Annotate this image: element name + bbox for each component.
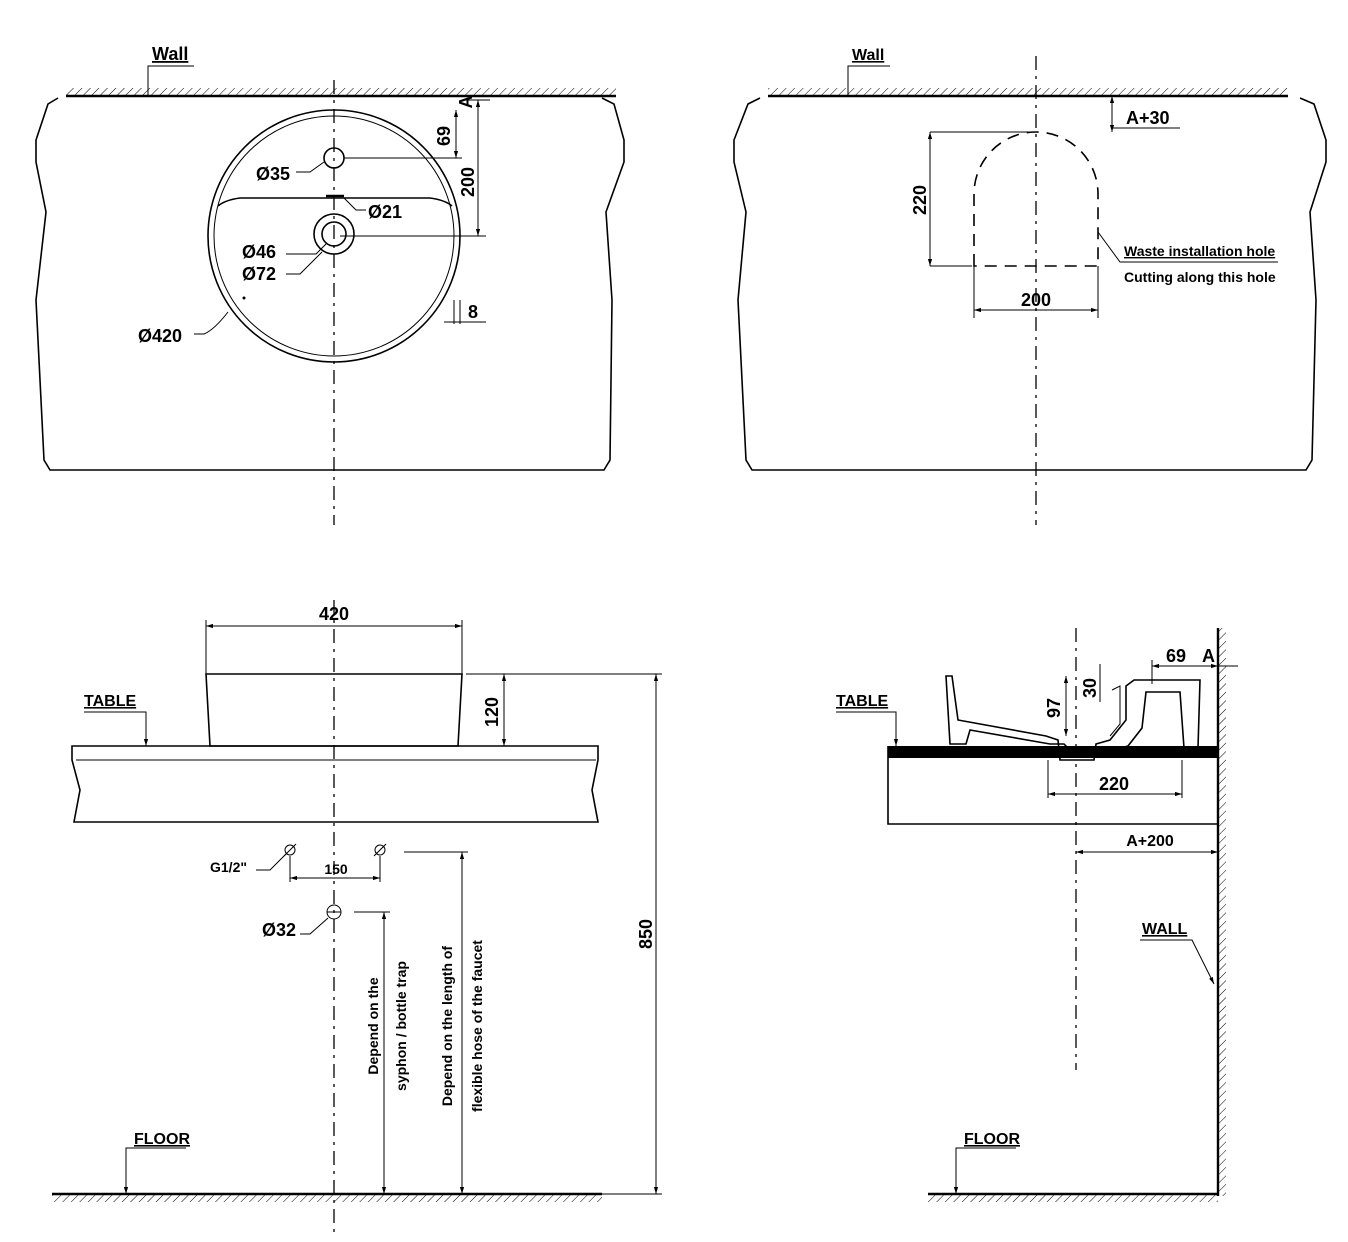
dia-32-label: Ø32 xyxy=(262,920,296,940)
top-right-cutout-view: Wall 220 200 A+30 Waste installation hol… xyxy=(733,47,1327,525)
waste-note-line1: Waste installation hole xyxy=(1124,243,1275,259)
wall-hatch xyxy=(66,88,616,96)
dia-46-label: Ø46 xyxy=(242,242,276,262)
dim-8-label: 8 xyxy=(468,302,478,322)
basin-shelf-line xyxy=(217,197,453,207)
water-inlet-right xyxy=(373,843,387,857)
top-left-plan-view: Wall A 200 69 8 Ø35 Ø21 xyxy=(35,44,625,525)
wall-label: WALL xyxy=(1142,921,1188,938)
dim-120-label: 120 xyxy=(482,697,502,727)
table-leader xyxy=(84,711,149,746)
countertop-outline xyxy=(733,97,1327,471)
floor-hatch xyxy=(928,1194,1218,1202)
dia-21-leader xyxy=(343,197,366,211)
waste-note-leader xyxy=(1097,231,1278,263)
wall-label: Wall xyxy=(852,47,884,64)
dia-72-leader xyxy=(286,251,323,275)
dim-69-label: 69 xyxy=(434,126,454,146)
wall-hatch xyxy=(1218,628,1226,1196)
waste-cutout-outline xyxy=(973,131,1099,267)
wall-leader xyxy=(1140,939,1215,985)
floor-label: FLOOR xyxy=(964,1131,1020,1148)
floor-label: FLOOR xyxy=(134,1131,190,1148)
floor-hatch xyxy=(52,1194,602,1202)
dia-21-label: Ø21 xyxy=(368,202,402,222)
dim-a200-label: A+200 xyxy=(1126,833,1174,850)
table-label: TABLE xyxy=(84,693,136,710)
syphon-line2: syphon / bottle trap xyxy=(393,961,409,1091)
overflow-channel xyxy=(1109,685,1121,737)
dia-420-leader xyxy=(194,311,229,335)
dim-220-label: 220 xyxy=(1099,774,1129,794)
syphon-line1: Depend on the xyxy=(365,977,381,1074)
dim-850-label: 850 xyxy=(636,919,656,949)
hose-line1: Depend on the length of xyxy=(439,946,455,1107)
dia-420-label: Ø420 xyxy=(138,326,182,346)
dia-35-label: Ø35 xyxy=(256,164,290,184)
dia-32-leader xyxy=(300,917,329,935)
dim-200-label: 200 xyxy=(458,167,478,197)
dim-a30-label: A+30 xyxy=(1126,108,1170,128)
floor-leader xyxy=(953,1147,1016,1194)
bottom-right-side-section: TABLE 69 A 30 97 220 A+200 WALL FLOOR xyxy=(836,628,1238,1202)
dim-a-label: A xyxy=(456,96,476,109)
dim-150-label: 150 xyxy=(324,861,348,877)
bottom-left-front-view: 420 120 TABLE G1/2" 150 Ø32 xyxy=(52,600,662,1236)
mark-dot xyxy=(242,296,246,300)
waste-note-line2: Cutting along this hole xyxy=(1124,269,1276,285)
dim-a-label: A xyxy=(1202,646,1215,666)
dia-46-leader xyxy=(286,243,327,255)
table-slab xyxy=(71,745,599,823)
wall-leader xyxy=(847,65,890,96)
dia-35-leader xyxy=(296,161,325,173)
wall-label: Wall xyxy=(152,44,188,64)
dim-220-label: 220 xyxy=(910,185,930,215)
hose-line2: flexible hose of the faucet xyxy=(469,940,485,1112)
table-top-solid xyxy=(888,746,1218,758)
dim-200-label: 200 xyxy=(1021,290,1051,310)
wall-hatch xyxy=(768,88,1288,96)
g-label: G1/2" xyxy=(210,859,247,875)
dim-420-label: 420 xyxy=(319,604,349,624)
dim-97-label: 97 xyxy=(1044,698,1064,718)
dim-69-label: 69 xyxy=(1166,646,1186,666)
floor-leader xyxy=(123,1147,186,1194)
g-leader xyxy=(256,853,287,871)
table-label: TABLE xyxy=(836,693,888,710)
table-leader xyxy=(836,711,899,746)
wall-leader xyxy=(147,65,194,96)
dia-72-label: Ø72 xyxy=(242,264,276,284)
table-slab xyxy=(887,746,1218,825)
countertop-outline xyxy=(35,97,625,471)
dim-30-label: 30 xyxy=(1080,678,1100,698)
